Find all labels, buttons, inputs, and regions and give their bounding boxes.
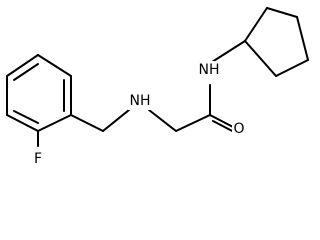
fluorine-label: F — [34, 151, 42, 167]
benzene-bond-5 — [6, 114, 39, 132]
molecule-diagram: F NH NH O — [6, 7, 309, 168]
oxygen-label-bg — [232, 120, 246, 138]
ring-bond-3 — [296, 16, 309, 61]
carbonyl-oxygen-label: O — [233, 121, 244, 137]
carbonyl-double-bond-outer — [209, 114, 236, 129]
benzene-bond-3 — [6, 54, 39, 77]
ring-bond-1 — [244, 7, 268, 42]
ring-bond-4 — [275, 59, 309, 77]
benzylic-ch2-to-ring-bond — [70, 114, 104, 132]
nh-to-benzylic-ch2-bond — [102, 109, 130, 132]
amide-label-bg — [196, 61, 222, 79]
benzene-bond-2 — [37, 54, 72, 77]
amide-label: NH — [199, 62, 220, 78]
ring-bond-5 — [244, 40, 277, 77]
amide-n-to-ring-bond — [211, 40, 246, 63]
chemical-structure-canvas: F NH NH O — [6, 7, 309, 168]
carbonyl-to-ch2-bond — [175, 114, 211, 132]
benzene-bond-6 — [37, 114, 72, 132]
benzene-inner-double-bond-2 — [13, 63, 39, 81]
cyclopentyl-ring — [244, 7, 309, 77]
linker-and-benzyl — [6, 54, 177, 147]
ring-bond-2 — [266, 7, 298, 18]
ch2-to-nh-bond — [148, 109, 177, 132]
atom-labels: F NH NH O — [31, 61, 246, 168]
fluorine-label-bg — [31, 150, 45, 168]
amine-label-bg — [128, 92, 152, 110]
benzene-inner-double-bond-3 — [13, 110, 39, 124]
amine-label: NH — [130, 93, 151, 109]
